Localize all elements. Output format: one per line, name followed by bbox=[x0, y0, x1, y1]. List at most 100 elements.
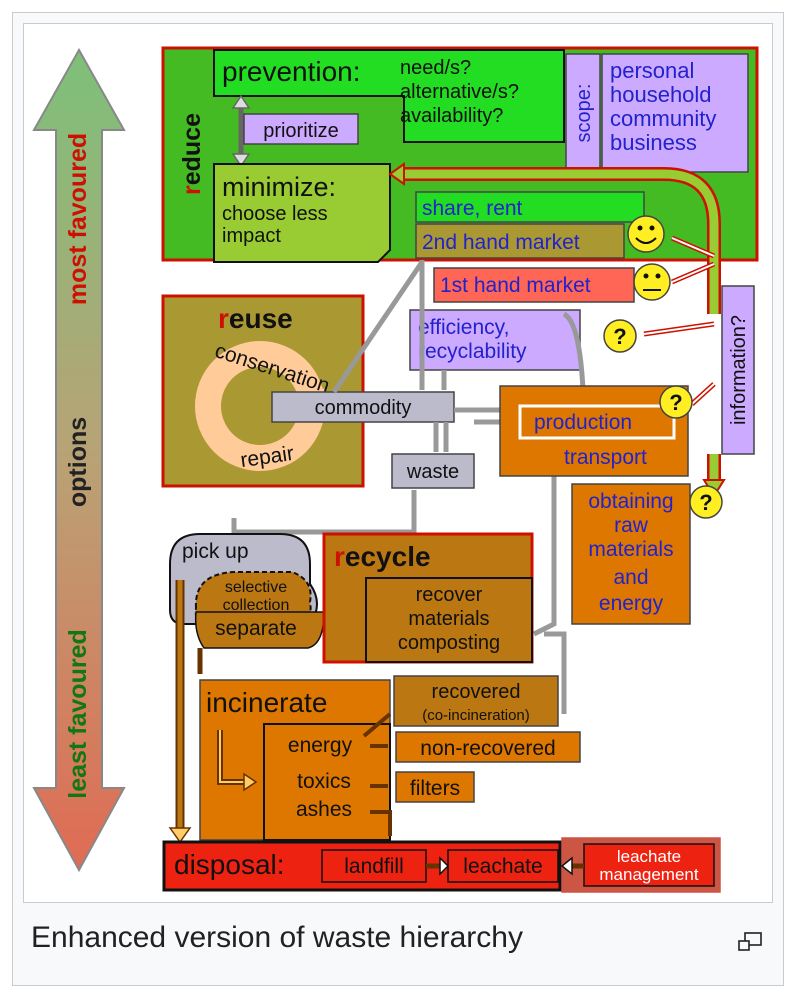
production-box bbox=[518, 404, 676, 440]
first-hand-label: 1st hand market bbox=[440, 274, 591, 297]
question-need: need/s? bbox=[400, 57, 471, 79]
non-recovered-box bbox=[395, 731, 581, 763]
minimize-sub-2: impact bbox=[222, 225, 281, 247]
recycle-section: pick up selective collection separate re… bbox=[169, 532, 534, 664]
scope-household: household bbox=[610, 82, 712, 107]
prevention-box bbox=[213, 49, 565, 143]
share-rent-box bbox=[415, 191, 645, 223]
production-label: production bbox=[534, 411, 632, 434]
separate-label: separate bbox=[215, 617, 297, 640]
reduce-label: reduce bbox=[178, 113, 206, 195]
scope-personal: personal bbox=[610, 58, 694, 83]
minimize-box bbox=[213, 163, 391, 263]
toxics-label: toxics bbox=[297, 770, 351, 793]
ashes-label: ashes bbox=[296, 798, 352, 821]
efficiency-box bbox=[409, 309, 581, 371]
obtaining-raw-box bbox=[571, 483, 691, 625]
obtaining-1: obtaining bbox=[588, 490, 673, 513]
recover-label-1: recover bbox=[416, 584, 483, 606]
diagram-container: most favoured options least favoured red… bbox=[23, 23, 773, 903]
disposal-label: disposal: bbox=[174, 849, 285, 880]
neutral-face-icon bbox=[633, 263, 671, 301]
question-mark-1: ? bbox=[613, 324, 626, 349]
efficiency-label-2: recyclability bbox=[418, 340, 527, 363]
figure-frame: most favoured options least favoured red… bbox=[12, 12, 784, 986]
minimize-label: minimize: bbox=[222, 172, 336, 202]
scope-business: business bbox=[610, 130, 697, 155]
question-icon-2 bbox=[659, 385, 693, 419]
flow-arrows bbox=[231, 260, 587, 714]
question-mark-3: ? bbox=[699, 490, 712, 515]
recover-materials-box bbox=[365, 577, 533, 663]
scope-label-box bbox=[565, 53, 601, 173]
commodity-box bbox=[271, 391, 455, 423]
brown-flows bbox=[168, 580, 203, 844]
recover-label-2: materials bbox=[408, 608, 489, 630]
selective-label-1: selective bbox=[225, 579, 287, 596]
axis-most-favoured: most favoured bbox=[64, 133, 92, 305]
efficiency-label-1: efficiency, bbox=[418, 316, 509, 339]
leachate-management-box bbox=[583, 843, 715, 887]
obtaining-5: energy bbox=[599, 592, 664, 615]
recycle-label: recycle bbox=[334, 541, 431, 572]
landfill-box bbox=[321, 849, 427, 883]
question-icon-3 bbox=[689, 485, 723, 519]
reuse-section: reuse conservation repair commodity wast… bbox=[161, 294, 475, 489]
leachate-management-label-1: leachate bbox=[617, 847, 681, 866]
question-availability: availability? bbox=[400, 105, 503, 127]
filters-box bbox=[395, 771, 475, 803]
figure-caption: Enhanced version of waste hierarchy bbox=[31, 921, 523, 954]
disposal-section: disposal: landfill leachate leachate man… bbox=[162, 837, 721, 893]
transport-label: transport bbox=[564, 446, 647, 469]
recovered-label: recovered bbox=[432, 681, 521, 703]
reduce-section: reduce prevention: need/s? alternative/s… bbox=[161, 46, 759, 263]
energy-label: energy bbox=[288, 734, 353, 757]
incinerate-label: incinerate bbox=[206, 687, 327, 718]
leachate-label: leachate bbox=[463, 855, 542, 878]
recover-label-3: composting bbox=[398, 632, 500, 654]
prioritize-box bbox=[243, 113, 359, 145]
market-section: share, rent 2nd hand market 1st hand mar… bbox=[409, 191, 671, 371]
smile-icon bbox=[627, 215, 665, 253]
information-box bbox=[721, 285, 755, 455]
second-hand-label: 2nd hand market bbox=[422, 231, 580, 254]
obtaining-3: materials bbox=[588, 538, 673, 561]
information-feedback: information? bbox=[388, 162, 755, 498]
first-hand-box bbox=[433, 267, 635, 303]
information-label: information? bbox=[728, 315, 750, 425]
pickup-label: pick up bbox=[182, 540, 249, 563]
minimize-sub-1: choose less bbox=[222, 203, 328, 225]
obtaining-2: raw bbox=[614, 514, 649, 537]
prioritize-label: prioritize bbox=[263, 120, 339, 142]
selective-label-2: collection bbox=[223, 597, 290, 614]
scope-community: community bbox=[610, 106, 716, 131]
preference-axis: most favoured options least favoured bbox=[32, 47, 126, 873]
production-section: production transport ? obtaining raw mat… bbox=[499, 385, 723, 625]
incinerate-section: incinerate energy toxics ashes recovered… bbox=[199, 675, 581, 841]
second-hand-box bbox=[415, 223, 625, 259]
leachate-box bbox=[447, 849, 559, 883]
reuse-label: reuse bbox=[218, 303, 293, 334]
waste-hierarchy-diagram: most favoured options least favoured red… bbox=[32, 46, 759, 893]
leachate-management-label-2: management bbox=[599, 865, 699, 884]
scope-items-box bbox=[601, 53, 749, 173]
commodity-label: commodity bbox=[315, 397, 412, 419]
waste-label: waste bbox=[406, 461, 459, 483]
axis-options: options bbox=[64, 417, 92, 507]
axis-least-favoured: least favoured bbox=[64, 629, 92, 799]
co-incineration-label: (co-incineration) bbox=[422, 707, 530, 724]
share-rent-label: share, rent bbox=[422, 197, 523, 220]
incinerate-outputs-box bbox=[263, 723, 391, 841]
prevention-label: prevention: bbox=[222, 56, 361, 87]
question-mark-2: ? bbox=[669, 390, 682, 415]
enlarge-icon[interactable] bbox=[737, 931, 765, 953]
non-recovered-label: non-recovered bbox=[420, 737, 555, 760]
question-icon-1 bbox=[603, 319, 637, 353]
filters-label: filters bbox=[410, 777, 460, 800]
question-alternative: alternative/s? bbox=[400, 81, 519, 103]
scope-label: scope: bbox=[573, 84, 595, 143]
landfill-label: landfill bbox=[344, 855, 404, 878]
obtaining-4: and bbox=[613, 566, 648, 589]
recovered-box bbox=[393, 675, 559, 727]
waste-box bbox=[391, 453, 475, 489]
